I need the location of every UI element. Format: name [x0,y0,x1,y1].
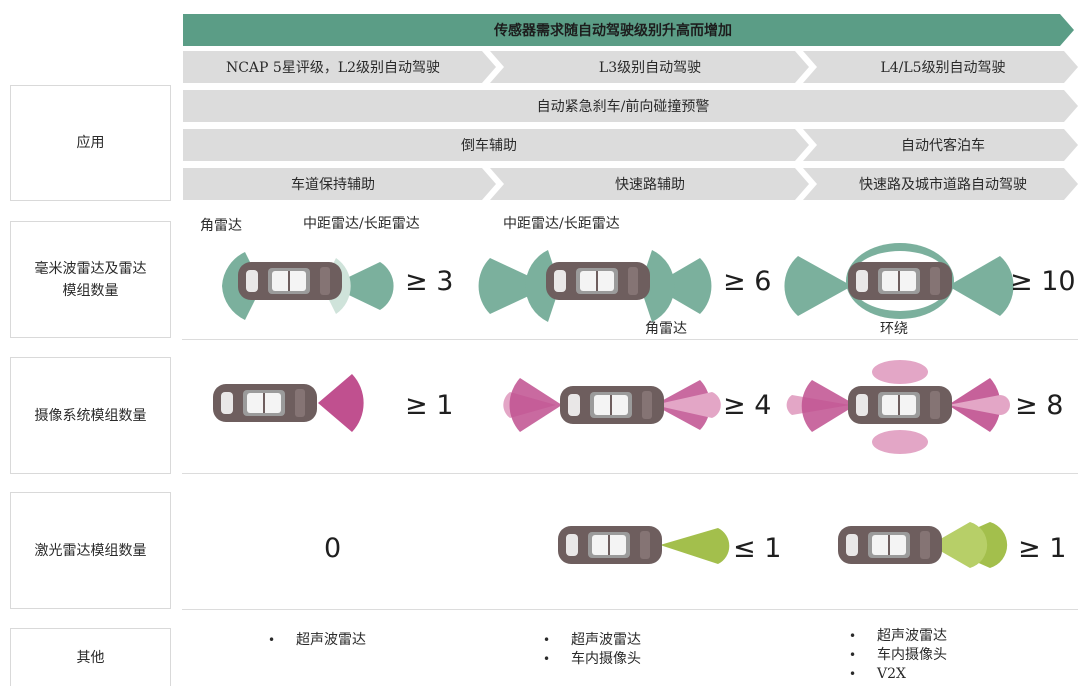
radar-l3-count: ≥ 6 [723,265,772,297]
radar-l2-midlong-label: 中距雷达/长距雷达 [303,216,420,232]
app-highway-label: 快速路辅助 [615,177,685,193]
diagram-title: 传感器需求随自动驾驶级别升高而增加 [494,23,732,39]
app-reverse-label: 倒车辅助 [461,138,517,154]
row-label-camera-text: 摄像系统模组数量 [34,407,147,424]
camera-l2-group [213,374,364,432]
row-label-lidar-text: 激光雷达模组数量 [34,542,147,559]
bullet-icon: • [849,629,857,643]
lidar-l45-group [838,522,1008,568]
lidar-l2-count: 0 [324,532,342,564]
row-label-radar-text: 毫米波雷达及雷达 模组数量 [34,260,147,299]
title-banner [183,14,1074,46]
row-label-lidar: 激光雷达模组数量 [10,492,171,609]
bullet-icon: • [543,652,551,666]
radar-l3-corner-label: 角雷达 [645,321,687,337]
bullet-icon: • [849,648,857,662]
radar-l45-group [784,243,1014,319]
list-item-text: 超声波雷达 [296,632,366,648]
camera-l45-count: ≥ 8 [1015,389,1064,421]
other-l2-list: • 超声波雷达 [268,631,366,650]
app-lane-keep-label: 车道保持辅助 [291,177,375,193]
list-item-text: 超声波雷达 [571,632,641,648]
bullet-icon: • [849,667,857,681]
app-highway-city-label: 快速路及城市道路自动驾驶 [859,177,1027,193]
list-item: • V2X [849,665,947,684]
list-item: • 超声波雷达 [849,627,947,646]
app-chevron-lane-keep [183,168,496,200]
list-item-text: V2X [877,666,906,682]
camera-l3-count: ≥ 4 [723,389,772,421]
app-chevron-highway-city [803,168,1078,200]
app-chevron-highway [490,168,809,200]
row-label-application: 应用 [10,85,171,201]
camera-l45-group [786,360,1010,454]
lidar-l45-count: ≥ 1 [1018,532,1067,564]
row-label-other: 其他 [10,628,171,686]
app-aeb-label: 自动紧急刹车/前向碰撞预警 [536,99,710,115]
app-valet-label: 自动代客泊车 [901,138,985,154]
level-l45-label: L4/L5级别自动驾驶 [880,60,1006,76]
radar-l2-group [222,252,394,320]
row-label-application-text: 应用 [76,135,105,151]
radar-l3-group [478,250,712,322]
bullet-icon: • [268,633,276,647]
radar-l45-count: ≥ 10 [1010,265,1076,297]
app-chevron-aeb [183,90,1078,122]
separator [182,609,1078,610]
radar-l3-midlong-label: 中距雷达/长距雷达 [503,216,620,232]
app-chevron-reverse [183,129,809,161]
camera-l3-group [503,378,721,432]
bullet-icon: • [543,633,551,647]
lidar-l3-count: ≤ 1 [733,532,782,564]
app-chevron-valet [803,129,1078,161]
list-item: • 超声波雷达 [268,631,366,650]
list-item-text: 车内摄像头 [571,651,641,667]
level-chevron-l3 [490,51,809,83]
row-label-radar: 毫米波雷达及雷达 模组数量 [10,221,171,338]
radar-l2-count: ≥ 3 [405,265,454,297]
row-label-other-text: 其他 [76,649,105,666]
level-l3-label: L3级别自动驾驶 [598,60,702,76]
list-item: • 车内摄像头 [849,646,947,665]
other-l45-list: • 超声波雷达 • 车内摄像头 • V2X [849,627,947,684]
camera-l2-count: ≥ 1 [405,389,454,421]
separator [182,473,1078,474]
list-item: • 超声波雷达 [543,631,641,650]
other-l3-list: • 超声波雷达 • 车内摄像头 [543,631,641,669]
list-item: • 车内摄像头 [543,650,641,669]
row-label-camera: 摄像系统模组数量 [10,357,171,474]
list-item-text: 超声波雷达 [877,628,947,644]
level-l2-label: NCAP 5星评级，L2级别自动驾驶 [225,60,441,76]
list-item-text: 车内摄像头 [877,647,947,663]
radar-l45-surround-label: 环绕 [880,321,908,337]
lidar-l3-group [558,526,730,564]
radar-l2-corner-label: 角雷达 [200,218,242,234]
separator [182,339,1078,340]
level-chevron-l45 [803,51,1078,83]
level-chevron-l2 [183,51,496,83]
